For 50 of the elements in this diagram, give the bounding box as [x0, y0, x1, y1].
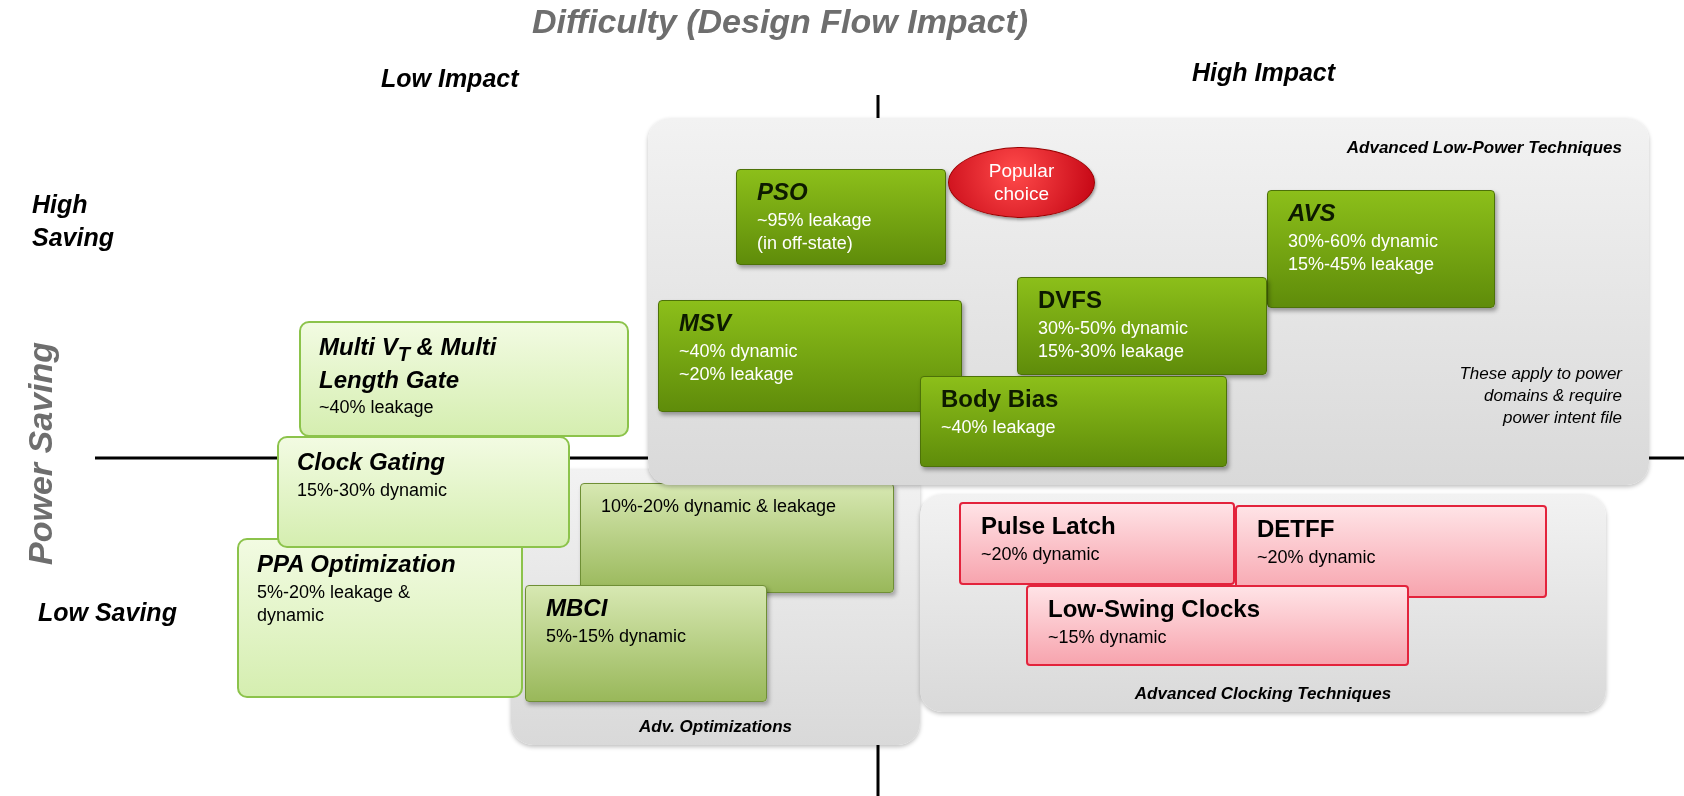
- technique-title: PSO: [757, 178, 809, 206]
- technique-box: [299, 321, 629, 437]
- technique-title: Clock Gating: [297, 448, 447, 476]
- technique-box: [1026, 585, 1409, 666]
- group-panel: [648, 118, 1649, 485]
- technique-box: [736, 169, 946, 265]
- saving-text: ~40% leakage: [319, 396, 435, 420]
- technique-title: PPA Optimization: [257, 550, 457, 578]
- saving-text: 5%-20% leakage & dynamic: [257, 580, 412, 627]
- axis-label: Low Impact: [381, 63, 521, 94]
- callout-text: Popular choice: [987, 159, 1056, 206]
- technique-title: MSV: [679, 309, 734, 337]
- technique-box: [1017, 277, 1267, 375]
- group-title: Advanced Clocking Techniques: [1133, 684, 1393, 704]
- saving-text: 15%-30% dynamic: [297, 478, 449, 502]
- technique-box: [277, 436, 570, 548]
- axis-label: Low Saving: [38, 597, 178, 628]
- axis-label: High Impact: [1192, 57, 1337, 88]
- technique-title: Multi V$_{T}$ & Multi Length Gate: [319, 333, 498, 394]
- technique-title: DVFS: [1038, 286, 1103, 314]
- saving-text: ~20% dynamic: [1257, 545, 1377, 569]
- saving-text: 30%-50% dynamic 15%-30% leakage: [1038, 316, 1190, 363]
- technique-title: AVS: [1288, 199, 1337, 227]
- note-text: These apply to power domains & require power intent file: [1458, 363, 1622, 430]
- saving-text: 10%-20% dynamic & leakage: [601, 495, 838, 518]
- saving-text: ~40% leakage: [941, 415, 1057, 439]
- technique-box: [525, 585, 767, 702]
- saving-text: ~95% leakage (in off-state): [757, 208, 873, 255]
- technique-box: [1235, 505, 1547, 598]
- technique-title: MBCI: [546, 594, 609, 622]
- group-panel: [920, 494, 1606, 712]
- technique-box: [920, 376, 1227, 467]
- group-title: Advanced Low-Power Techniques: [1346, 138, 1622, 158]
- saving-text: ~20% dynamic: [981, 542, 1101, 566]
- saving-text: 5%-15% dynamic: [546, 624, 688, 648]
- technique-title: Pulse Latch: [981, 512, 1117, 540]
- technique-title: Body Bias: [941, 385, 1060, 413]
- technique-title: Low-Swing Clocks: [1048, 595, 1261, 623]
- technique-box: [580, 483, 894, 593]
- axis-title: Power Saving: [20, 341, 60, 567]
- axis-label: High Saving: [32, 189, 115, 253]
- technique-box: [1267, 190, 1495, 308]
- technique-box: [959, 502, 1235, 585]
- saving-text: ~15% dynamic: [1048, 625, 1168, 649]
- group-title: Adv. Optimizations: [638, 717, 793, 737]
- technique-title: DETFF: [1257, 515, 1336, 543]
- diagram-title: Difficulty (Design Flow Impact): [530, 2, 1030, 41]
- saving-text: ~40% dynamic ~20% leakage: [679, 339, 799, 386]
- saving-text: 30%-60% dynamic 15%-45% leakage: [1288, 229, 1440, 276]
- technique-box: [237, 538, 523, 698]
